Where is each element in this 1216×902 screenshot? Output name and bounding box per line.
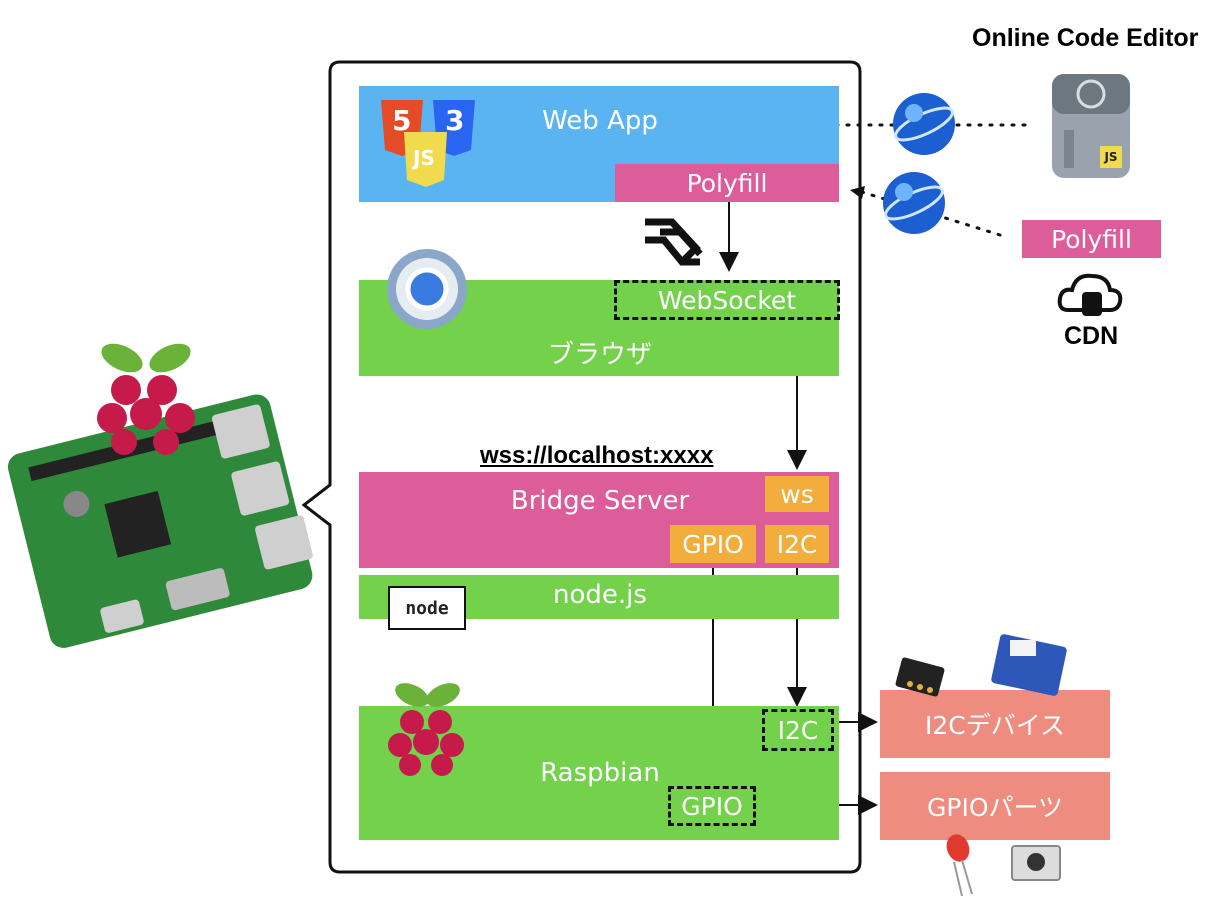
js-logo-text: JS [413, 146, 435, 170]
browser-label: ブラウザ [547, 340, 652, 370]
bridge-server-label: Bridge Server [510, 486, 690, 516]
web-app-label: Web App [542, 106, 658, 136]
nodejs-logo-text: node [405, 597, 449, 619]
nodejs-logo: node [388, 586, 466, 630]
css3-logo-text: 3 [445, 104, 465, 137]
gpio-parts-box: GPIOパーツ [880, 772, 1110, 840]
raspberry-pi-frame [301, 60, 862, 874]
polyfill-box: Polyfill [615, 164, 839, 202]
gpio-box: GPIO [670, 525, 756, 563]
ws-box: ws [765, 476, 829, 512]
cdn-label: CDN [1064, 322, 1119, 350]
i2c-device-box: I2Cデバイス [880, 690, 1110, 758]
remote-polyfill-box: Polyfill [1022, 220, 1161, 258]
websocket-box: WebSocket [614, 280, 840, 320]
html5-logo-text: 5 [392, 104, 412, 137]
i2c-box: I2C [765, 525, 829, 563]
online-code-editor-title: Online Code Editor [972, 24, 1199, 52]
raspbian-label: Raspbian [540, 758, 660, 788]
raspbian-i2c-box: I2C [762, 709, 834, 751]
bridge-server-layer [359, 472, 839, 568]
nodejs-label: node.js [553, 580, 647, 610]
dotted-arrow-cdn-to-polyfill [860, 190, 1002, 237]
js-badge: JS [1100, 146, 1122, 168]
raspbian-gpio-box: GPIO [668, 786, 756, 826]
websocket-url: wss://localhost:xxxx [480, 442, 714, 469]
